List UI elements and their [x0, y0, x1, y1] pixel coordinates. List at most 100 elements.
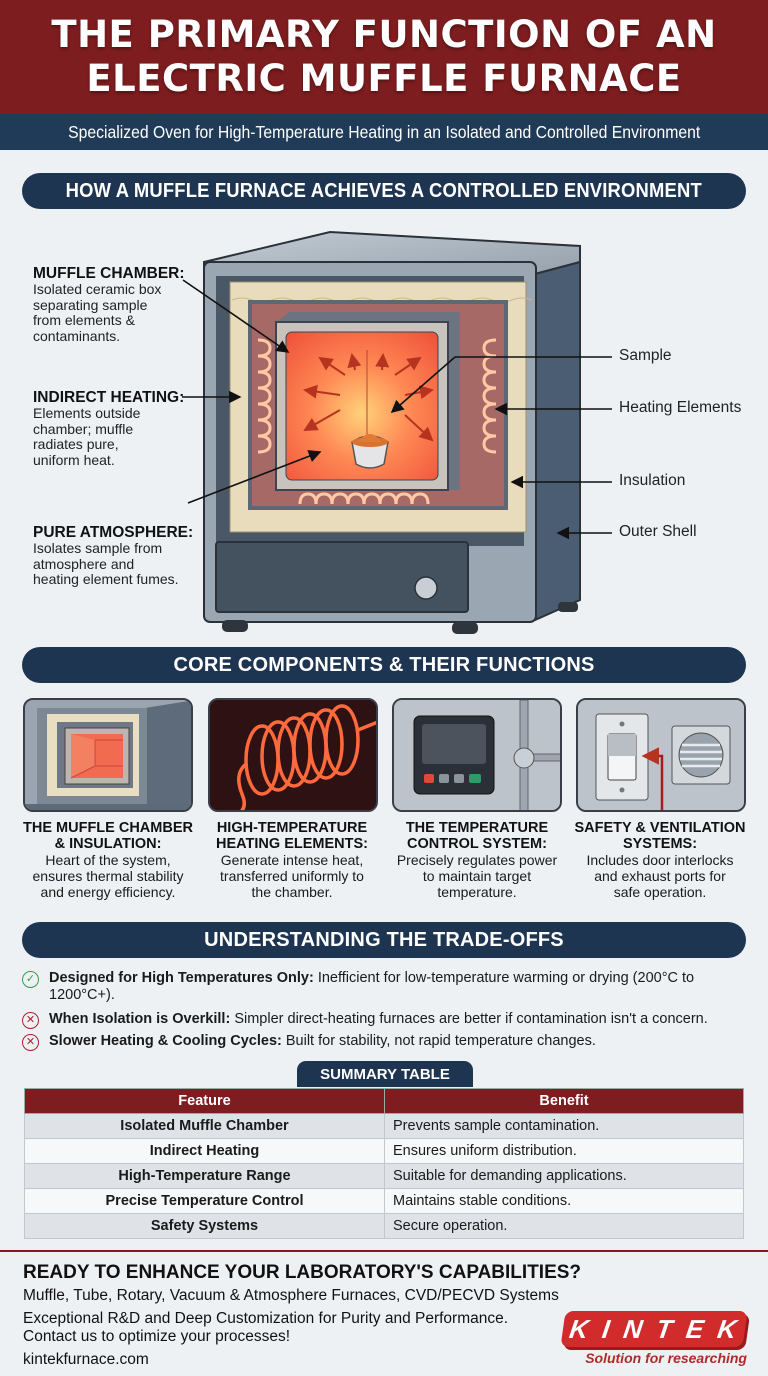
card-body: to maintain target [422, 868, 532, 884]
component-card-safety-ventilation: SAFETY & VENTILATION SYSTEMS: Includes d… [570, 820, 750, 900]
furnace-cutaway-diagram [182, 230, 612, 634]
card-body: Precisely regulates power [396, 852, 558, 868]
label-insulation: Insulation [619, 472, 686, 489]
table-header-row: Feature Benefit [24, 1088, 744, 1114]
feature-cell: Precise Temperature Control [24, 1188, 385, 1214]
column-header-feature: Feature [24, 1088, 385, 1114]
x-circle-icon: ✕ [22, 1012, 39, 1029]
section-title-core-components: CORE COMPONENTS & THEIR FUNCTIONS [22, 647, 746, 683]
muffle-chamber-icon [23, 698, 193, 812]
feature-cell: Safety Systems [24, 1213, 385, 1239]
card-title: THE MUFFLE CHAMBER [23, 820, 193, 836]
card-body: and exhaust ports for [594, 868, 726, 884]
summary-table: Feature Benefit Isolated Muffle Chamber … [24, 1088, 744, 1239]
benefit-cell: Maintains stable conditions. [384, 1188, 744, 1214]
label-line: separating sample [33, 296, 148, 313]
card-body: and energy efficiency. [40, 884, 176, 900]
column-header-benefit: Benefit [384, 1088, 744, 1114]
page-title-line-2: ELECTRIC MUFFLE FURNACE [86, 57, 682, 100]
label-indirect-heating: INDIRECT HEATING: Elements outside chamb… [33, 389, 184, 468]
card-title: THE TEMPERATURE [405, 820, 549, 836]
label-title: PURE ATMOSPHERE: [33, 524, 194, 541]
footer-products: Muffle, Tube, Rotary, Vacuum & Atmospher… [23, 1287, 559, 1304]
card-body: Includes door interlocks [586, 852, 734, 868]
label-line: Isolates sample from [33, 540, 163, 556]
card-body: transferred uniformly to [220, 868, 364, 884]
footer-line-2: Contact us to optimize your processes! [23, 1328, 291, 1345]
trade-off-item: ✕ When Isolation is Overkill: Simpler di… [22, 1011, 742, 1029]
label-outer-shell: Outer Shell [619, 523, 697, 540]
heating-coil-icon [208, 698, 378, 812]
label-title: MUFFLE CHAMBER: [33, 265, 185, 282]
feature-cell: Indirect Heating [24, 1138, 385, 1164]
card-body: safe operation. [613, 884, 707, 900]
page-title-line-1: THE PRIMARY FUNCTION OF AN [51, 13, 717, 56]
label-pure-atmosphere: PURE ATMOSPHERE: Isolates sample from at… [33, 524, 193, 588]
section-title-text: CORE COMPONENTS & THEIR FUNCTIONS [173, 653, 595, 676]
card-title: CONTROL SYSTEM: [407, 836, 547, 852]
table-row: Precise Temperature Control Maintains st… [24, 1188, 744, 1214]
label-title: INDIRECT HEATING: [33, 389, 185, 406]
feature-cell: High-Temperature Range [24, 1163, 385, 1189]
table-row: Safety Systems Secure operation. [24, 1213, 744, 1239]
card-title: SAFETY & VENTILATION [574, 820, 746, 836]
temperature-controller-icon [392, 698, 562, 812]
benefit-cell: Suitable for demanding applications. [384, 1163, 744, 1189]
footer-line-1: Exceptional R&D and Deep Customization f… [23, 1310, 509, 1327]
card-body: temperature. [437, 884, 517, 900]
trade-off-title: Designed for High Temperatures Only: [49, 970, 314, 986]
table-row: Isolated Muffle Chamber Prevents sample … [24, 1113, 744, 1139]
card-body: Generate intense heat, [220, 852, 364, 868]
feature-cell: Isolated Muffle Chamber [24, 1113, 385, 1139]
component-card-temperature-control: THE TEMPERATURE CONTROL SYSTEM: Precisel… [387, 820, 567, 900]
trade-off-title: Slower Heating & Cooling Cycles: [49, 1033, 282, 1049]
card-body: ensures thermal stability [32, 868, 184, 884]
footer-headline: READY TO ENHANCE YOUR LABORATORY'S CAPAB… [23, 1262, 582, 1283]
trade-off-text: Inefficient for low-temperature warming … [49, 970, 695, 1003]
trade-off-text: Simpler direct-heating furnaces are bett… [230, 1011, 708, 1027]
section-title-text: HOW A MUFFLE FURNACE ACHIEVES A CONTROLL… [65, 179, 703, 202]
table-row: High-Temperature Range Suitable for dema… [24, 1163, 744, 1189]
website-link[interactable]: kintekfurnace.com [23, 1351, 149, 1368]
label-muffle-chamber: MUFFLE CHAMBER: Isolated ceramic box sep… [33, 265, 185, 344]
summary-table-tab: SUMMARY TABLE [297, 1061, 473, 1087]
card-title: HEATING ELEMENTS: [216, 836, 368, 852]
label-line: atmosphere and [33, 555, 135, 572]
header-banner: THE PRIMARY FUNCTION OF AN ELECTRIC MUFF… [0, 0, 768, 114]
card-title: & INSULATION: [54, 836, 162, 852]
label-sample: Sample [619, 347, 672, 364]
benefit-cell: Prevents sample contamination. [384, 1113, 744, 1139]
card-body: the chamber. [251, 884, 333, 900]
label-line: Isolated ceramic box [33, 281, 162, 297]
label-line: contaminants. [33, 327, 121, 344]
benefit-cell: Secure operation. [384, 1213, 744, 1239]
trade-off-text: Built for stability, not rapid temperatu… [281, 1033, 596, 1049]
subtitle: Specialized Oven for High-Temperature He… [67, 121, 701, 142]
subtitle-bar: Specialized Oven for High-Temperature He… [0, 114, 768, 150]
card-title: SYSTEMS: [622, 836, 698, 852]
trade-off-item: ✕ Slower Heating & Cooling Cycles: Built… [22, 1033, 742, 1051]
label-line: from elements & [33, 312, 135, 328]
card-body: Heart of the system, [45, 852, 171, 868]
section-title-text: UNDERSTANDING THE TRADE-OFFS [204, 928, 564, 951]
footer-divider [0, 1250, 768, 1252]
card-title: HIGH-TEMPERATURE [216, 820, 368, 836]
label-line: Elements outside [33, 405, 141, 421]
trade-off-title: When Isolation is Overkill: [49, 1011, 231, 1027]
label-line: chamber; muffle [33, 420, 134, 437]
component-card-heating-elements: HIGH-TEMPERATURE HEATING ELEMENTS: Gener… [202, 820, 382, 900]
safety-ventilation-icon [576, 698, 746, 812]
label-line: radiates pure, [33, 436, 119, 452]
logo-slogan: Solution for researching [585, 1350, 747, 1366]
x-circle-icon: ✕ [22, 1034, 39, 1051]
logo-text: KINTEK [567, 1313, 753, 1344]
section-title-trade-offs: UNDERSTANDING THE TRADE-OFFS [22, 922, 746, 958]
label-heating-elements: Heating Elements [619, 399, 742, 416]
check-circle-icon: ✓ [22, 971, 39, 988]
benefit-cell: Ensures uniform distribution. [384, 1138, 744, 1164]
component-card-muffle-chamber: THE MUFFLE CHAMBER & INSULATION: Heart o… [18, 820, 198, 900]
table-row: Indirect Heating Ensures uniform distrib… [24, 1138, 744, 1164]
label-line: uniform heat. [33, 451, 115, 468]
kintek-logo: KINTEK [560, 1311, 753, 1347]
label-line: heating element fumes. [33, 571, 179, 587]
